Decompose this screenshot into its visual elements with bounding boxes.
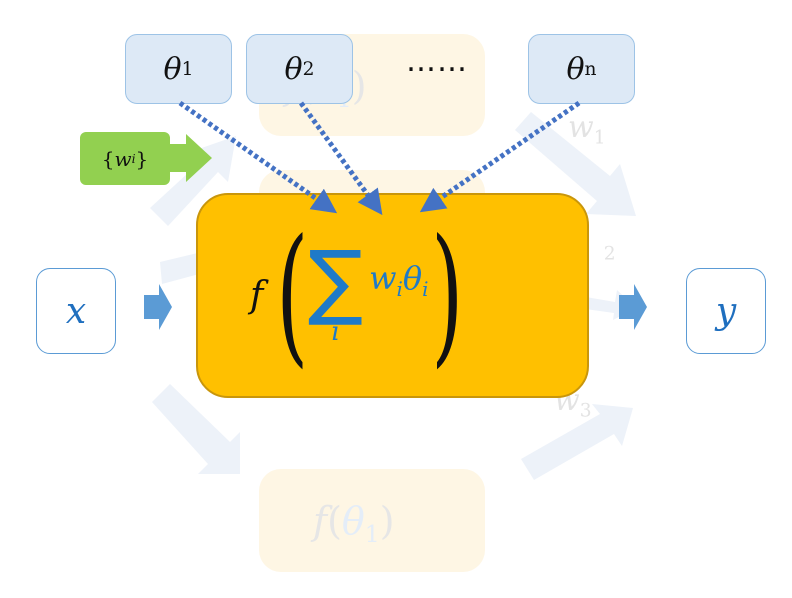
weights-arrow-icon	[166, 134, 212, 182]
term-w: w	[369, 259, 397, 298]
theta-symbol: θ	[163, 51, 182, 87]
weights-sub: i	[131, 151, 136, 166]
ghost-theta: θ	[341, 499, 365, 543]
output-symbol: y	[715, 290, 737, 332]
sigma-symbol: ∑	[307, 234, 364, 330]
theta-subscript: 2	[302, 58, 315, 80]
formula-open-paren: (	[276, 208, 309, 382]
ghost-close: )	[379, 499, 395, 543]
formula-close-paren: )	[431, 208, 464, 382]
formula-summation: ∑ i	[307, 234, 364, 347]
ghost-box-bottom: f(θ1)	[259, 469, 485, 572]
ghost-w-sub: 2	[603, 243, 616, 265]
formula-term: wiθi	[369, 259, 428, 301]
ghost-close: )	[351, 64, 367, 108]
weights-w: w	[114, 146, 132, 171]
weights-open-brace: {	[101, 146, 115, 171]
output-arrow-icon	[619, 284, 647, 330]
output-box-y: y	[686, 268, 766, 354]
ghost-func: f	[313, 499, 328, 543]
ghost-arrow-bottom-to-y	[521, 404, 633, 480]
input-symbol: x	[65, 290, 87, 332]
theta-symbol: θ	[284, 51, 303, 87]
theta-subscript: n	[584, 58, 597, 80]
ghost-arrow-x-to-bottom	[152, 384, 240, 474]
ghost-arrow-top-to-y	[515, 112, 636, 216]
ghost-sub: 1	[364, 520, 380, 549]
ghost-box-bottom-label: f(θ1)	[313, 499, 395, 548]
dotted-arrow-theta1	[178, 100, 338, 214]
dotted-arrow-theta2	[298, 101, 383, 216]
ensemble-formula: f ( ∑ i wiθi )	[250, 205, 477, 385]
ensemble-function-box: f ( ∑ i wiθi )	[196, 193, 589, 398]
theta-subscript: 1	[181, 58, 194, 80]
term-theta-sub: i	[422, 277, 429, 301]
ghost-w-sub: 1	[593, 127, 606, 149]
ghost-weight-w2: w2	[578, 226, 616, 265]
dotted-arrow-thetan	[419, 100, 581, 213]
ghost-open: (	[327, 499, 342, 543]
theta-symbol: θ	[566, 51, 585, 87]
weights-close-brace: }	[135, 146, 149, 171]
term-w-sub: i	[396, 277, 403, 301]
input-arrow-icon	[144, 284, 172, 330]
ghost-weight-w1: w1	[568, 110, 606, 149]
ghost-w: w	[568, 110, 594, 145]
formula-func: f	[250, 274, 264, 316]
ellipsis: ……	[406, 44, 468, 79]
sigma-index: i	[331, 316, 340, 347]
ghost-arrow-x-to-top	[150, 136, 236, 226]
input-box-x: x	[36, 268, 116, 354]
term-theta: θ	[402, 259, 423, 298]
ghost-w-sub: 3	[579, 400, 592, 422]
